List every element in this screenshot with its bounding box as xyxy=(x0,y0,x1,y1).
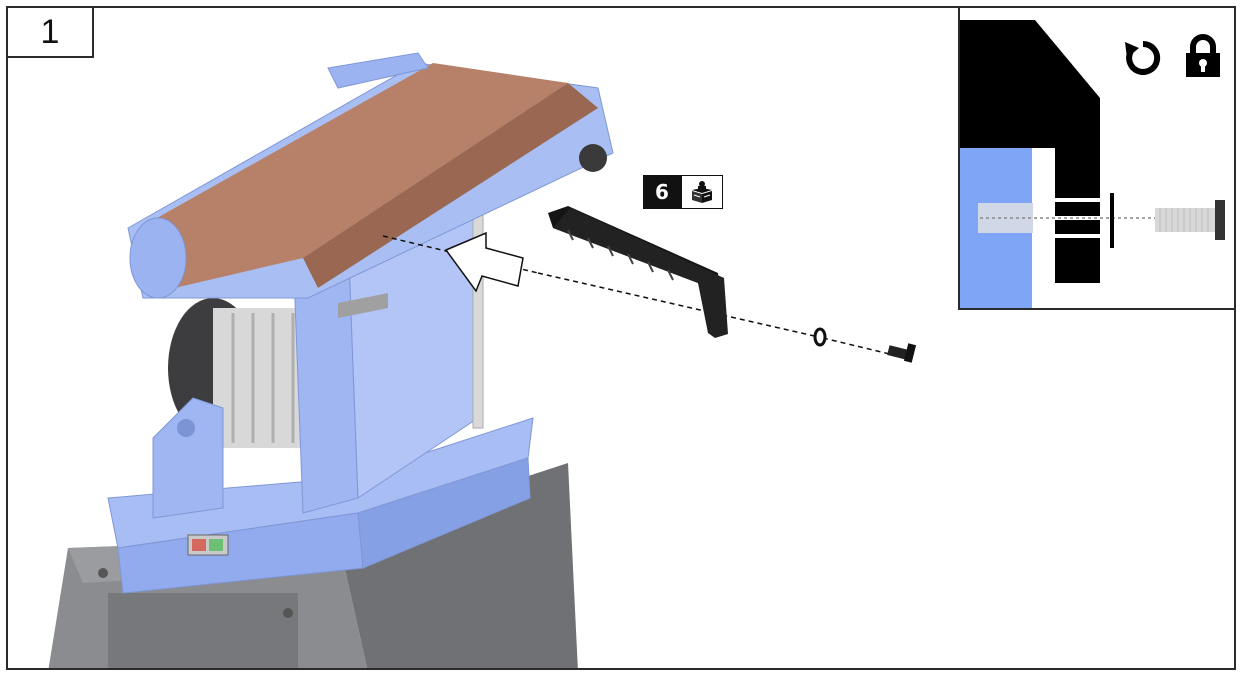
detail-screw xyxy=(1155,200,1225,240)
assembly-guide-lines xyxy=(382,235,899,357)
part-quantity: 6 xyxy=(643,175,681,209)
assembly-illustration xyxy=(48,52,917,668)
detail-inset xyxy=(958,8,1234,310)
machine-column xyxy=(292,187,484,514)
illustration-frame: 1 xyxy=(6,6,1236,670)
belt-sander-arm xyxy=(127,52,614,299)
step-number-box: 1 xyxy=(8,8,94,58)
detail-drawing xyxy=(960,20,1225,308)
screw xyxy=(887,343,917,363)
insertion-arrow xyxy=(444,231,524,293)
washer xyxy=(813,327,827,347)
parts-box-icon xyxy=(681,175,723,209)
step-number: 1 xyxy=(40,12,60,51)
handle-part xyxy=(548,206,728,338)
padlock-icon xyxy=(1184,34,1222,78)
rotate-clockwise-icon xyxy=(1123,38,1163,78)
part-quantity-badge: 6 xyxy=(643,175,723,209)
